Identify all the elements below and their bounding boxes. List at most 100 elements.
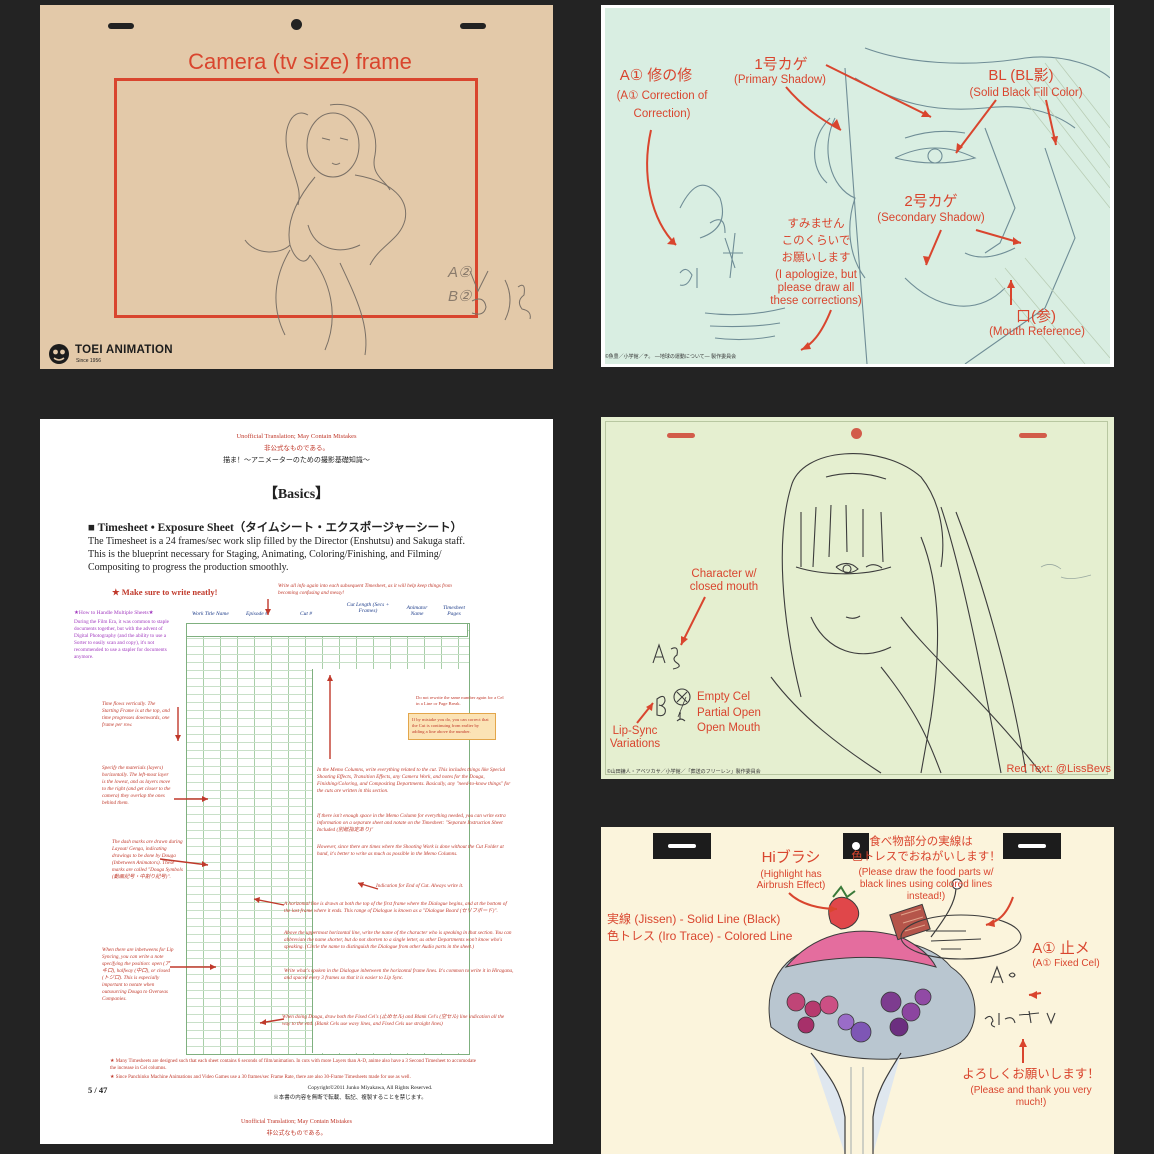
apology-jp-3: お願いします <box>781 252 851 264</box>
doc-section-title: 【Basics】 <box>263 487 330 502</box>
toei-logo: TOEI ANIMATION Since 1956 <box>46 342 226 366</box>
note-inbetweens: When there are inbetweens for Lip Syncin… <box>102 947 174 1003</box>
panel-correction-sheet: A① 修の修 (A① Correction of Correction) 1号カ… <box>601 5 1114 367</box>
doc-book-title: 描ま！～アニメーターのための撮影基礎知識～ <box>223 456 370 464</box>
a1-correction-main: A① 修の修 <box>619 67 693 84</box>
lipsync-sheet-border <box>605 421 1108 775</box>
highlight-sub-1: (Highlight has <box>760 869 822 880</box>
col-header-length: Cut Length (Secs + Frames) <box>346 602 390 614</box>
peg-right <box>1003 833 1061 859</box>
camera-frame-handwriting: A② B② <box>448 264 472 305</box>
panel-timesheet-doc: Unofficial Translation; May Contain Mist… <box>40 419 553 1144</box>
food-jp-2: 色トレスでおねがいします！ <box>851 851 1001 863</box>
doc-multi-body: During the Film Era, it was common to st… <box>74 619 169 661</box>
peg-left <box>108 23 134 29</box>
doc-body-1: The Timesheet is a 24 frames/sec work sl… <box>88 536 465 547</box>
camera-frame-rect <box>114 78 478 318</box>
face-sketch <box>679 47 1110 364</box>
food-en-2: black lines using colored lines <box>859 879 993 890</box>
doc-top-note-1: Unofficial Translation; May Contain Mist… <box>236 433 357 440</box>
highlight-sub-2: Airbrush Effect) <box>756 880 826 891</box>
secondary-shadow-main: 2号カゲ <box>904 193 958 210</box>
lipsync-variations-1: Lip-Sync <box>612 725 658 737</box>
note-end-of-cut: Indication for End of Cut. Always write … <box>376 883 464 889</box>
closed-mouth-label-1: Character w/ <box>691 568 757 580</box>
doc-copyright-1: Copyright©2011 Junko Miyakawa, All Right… <box>307 1085 433 1091</box>
peg-right-slot <box>1018 844 1046 848</box>
correction-arrows <box>646 64 1058 351</box>
peg-hole <box>291 19 302 30</box>
note-space: If there isn't enough space in the Memo … <box>317 813 506 834</box>
note-speaker-name: Above the uppermost horizontal line, wri… <box>284 930 512 951</box>
col-header-title: Work Title Name <box>192 611 229 617</box>
parfait-drawing <box>768 878 976 1154</box>
doc-bottom-note-1: Unofficial Translation; May Contain Mist… <box>241 1119 352 1125</box>
food-en-3: instead!) <box>906 891 946 902</box>
irotrace-label: 色トレス (Iro Trace) - Colored Line <box>607 929 793 943</box>
col-header-animator: Animator Name <box>406 605 428 617</box>
doc-arrows <box>159 599 379 1025</box>
doc-body-2: This is the blueprint necessary for Stag… <box>88 549 442 560</box>
primary-shadow-main: 1号カゲ <box>754 56 808 73</box>
a1-correction-sub1: (A① Correction of <box>616 90 708 102</box>
fixed-cel-sub: (A① Fixed Cel) <box>1032 958 1100 969</box>
panel-lipsync-sheet: Character w/ closed mouth Empty Cel Part… <box>601 417 1114 779</box>
food-marks <box>788 892 1056 1063</box>
doc-copyright-2: ※本書の内容を無断で転載、転記、複製することを禁じます。 <box>273 1095 427 1101</box>
peg-right <box>1019 433 1047 438</box>
correction-copyright: ©魚豊／小学館／チ。 ―地球の運動について― 製作委員会 <box>605 354 737 360</box>
lipsync-marks <box>636 596 706 724</box>
doc-make-sure: ★ Make sure to write neatly! <box>112 587 218 597</box>
mouth-ref-sub: (Mouth Reference) <box>989 326 1085 338</box>
bl-main: BL (BL影) <box>988 67 1054 84</box>
apology-en-3: these corrections) <box>770 295 862 307</box>
food-en-1: (Please draw the food parts w/ <box>858 867 994 878</box>
col-header-episode: Episode # <box>246 611 268 617</box>
empty-cel-label: Empty Cel <box>697 691 751 703</box>
peg-left <box>667 433 695 438</box>
apology-en-2: please draw all <box>777 282 855 294</box>
note-lipsync-text: Write what's spoken in the Dialogue inbe… <box>284 968 514 982</box>
girl-sketch <box>770 453 1092 774</box>
note-dash-marks: The dash marks are drawn during Layout/ … <box>112 839 183 881</box>
note-time-flows: Time flows vertically. The Starting Fram… <box>102 701 170 729</box>
col-header-cut: Cut # <box>300 611 313 617</box>
col-header-pages: Timesheet Pages <box>443 605 465 617</box>
note-douga-cels: When doing Douga, draw both the Fixed Ce… <box>282 1014 505 1028</box>
toei-logo-sub: Since 1956 <box>76 358 102 364</box>
a1-correction-sub2: Correction) <box>633 108 691 120</box>
thanks-en-1: (Please and thank you very <box>970 1085 1092 1096</box>
peg-center-hole <box>852 842 860 850</box>
doc-multi-title: ★How to Handle Multiple Sheets★ <box>74 610 154 616</box>
secondary-shadow-sub: (Secondary Shadow) <box>877 212 985 224</box>
toei-logo-text: TOEI ANIMATION <box>75 344 173 356</box>
panel-camera-frame: Camera (tv size) frame A② B② TOEI <box>40 5 553 369</box>
camera-frame-title: Camera (tv size) frame <box>188 49 412 74</box>
apology-jp-2: このくらいで <box>781 235 851 247</box>
bl-sub: (Solid Black Fill Color) <box>969 87 1083 99</box>
doc-heading: ■ Timesheet • Exposure Sheet（タイムシート・エクスポ… <box>88 522 463 534</box>
panel-food-sheet: 食べ物部分の実線は 色トレスでおねがいします！ (Please draw the… <box>601 827 1114 1154</box>
lipsync-credit: Red Text: @LissBevs <box>1006 763 1111 775</box>
note-memo-columns: In the Memo Columns, write everything re… <box>317 767 511 795</box>
doc-column-headers: Work Title Name Episode # Cut # Cut Leng… <box>192 602 470 618</box>
doc-page-number: 5 / 47 <box>88 1085 108 1095</box>
doc-write-info: Write all info again into each subsequen… <box>278 583 452 596</box>
apology-en-1: (I apologize, but <box>775 269 857 281</box>
timesheet-header-box <box>186 623 468 637</box>
peg-left-slot <box>668 844 696 848</box>
note-mistake-box: If by mistake you do, you can correct th… <box>408 713 496 740</box>
lipsync-copyright: ©山田鐘人・アベツカサ／小学館／「葬送のフリーレン」製作委員会 <box>607 769 761 775</box>
lipsync-variations-2: Variations <box>609 738 661 750</box>
jissen-label: 実線 (Jissen) - Solid Line (Black) <box>607 912 781 926</box>
thanks-en-2: much!) <box>1015 1097 1047 1108</box>
primary-shadow-sub: (Primary Shadow) <box>733 74 827 86</box>
correction-paper <box>605 8 1110 364</box>
note-layers: Specify the materials (layers) horizonta… <box>102 765 171 807</box>
peg-left <box>653 833 711 859</box>
thanks-jp: よろしくお願いします！ <box>962 1067 1100 1081</box>
food-jp-1: 食べ物部分の実線は <box>869 836 973 848</box>
doc-top-note-2: 非公式なものである。 <box>264 445 329 452</box>
character-sketch <box>244 103 531 356</box>
toei-logo-icon <box>49 344 69 364</box>
